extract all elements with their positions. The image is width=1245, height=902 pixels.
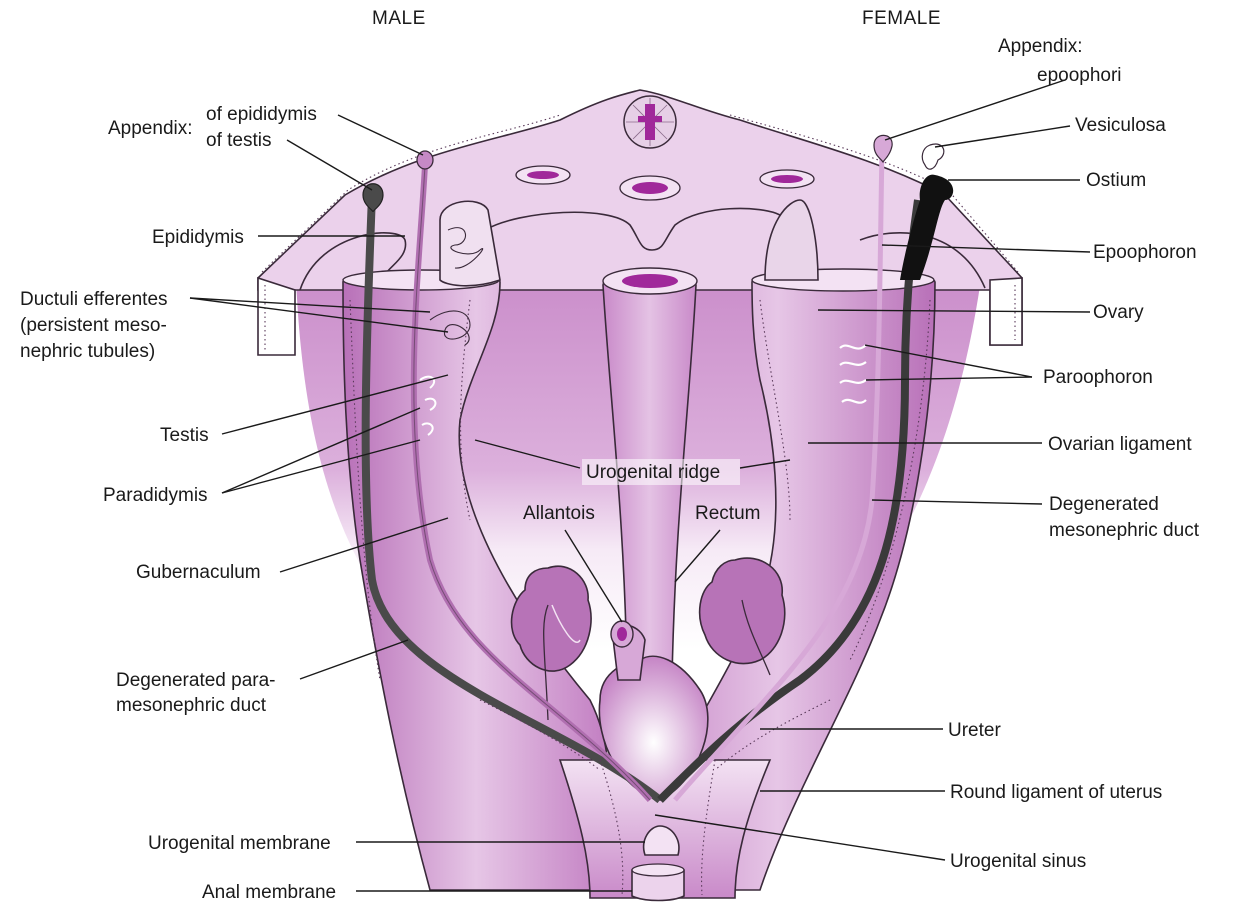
vesiculosa-shape xyxy=(922,144,944,169)
label-epididymis: Epididymis xyxy=(152,227,244,248)
neural-tube xyxy=(624,96,676,148)
label-testis: Testis xyxy=(160,425,209,446)
label-ductuli-1: Ductuli efferentes xyxy=(20,289,168,310)
label-ovary: Ovary xyxy=(1093,302,1144,323)
label-paroophoron: Paroophoron xyxy=(1043,367,1153,388)
label-urogenital-sinus: Urogenital sinus xyxy=(950,851,1086,872)
label-appendix-male: Appendix: xyxy=(108,118,193,139)
label-of-testis: of testis xyxy=(206,130,271,151)
label-rectum: Rectum xyxy=(695,503,760,524)
label-gubernaculum: Gubernaculum xyxy=(136,562,261,583)
label-vesiculosa: Vesiculosa xyxy=(1075,115,1166,136)
label-appendix-female: Appendix: xyxy=(998,36,1083,57)
label-ductuli-2: (persistent meso- xyxy=(20,315,167,336)
body-wall-left xyxy=(258,278,295,355)
label-epoophoron: Epoophoron xyxy=(1093,242,1197,263)
label-degen-meso-1: Degenerated xyxy=(1049,494,1159,515)
label-degen-para-1: Degenerated para- xyxy=(116,670,276,691)
label-ureter: Ureter xyxy=(948,720,1001,741)
header-female: FEMALE xyxy=(862,8,941,29)
header-male: MALE xyxy=(372,8,426,29)
label-epoophori: epoophori xyxy=(1037,65,1122,86)
label-allantois: Allantois xyxy=(523,503,595,524)
label-anal-membrane: Anal membrane xyxy=(202,882,336,902)
label-urogenital-ridge: Urogenital ridge xyxy=(586,462,720,483)
appendix-epoophori-shape xyxy=(874,135,892,162)
label-round-ligament: Round ligament of uterus xyxy=(950,782,1162,803)
label-ovarian-ligament: Ovarian ligament xyxy=(1048,434,1192,455)
label-urogenital-membrane: Urogenital membrane xyxy=(148,833,331,854)
label-degen-meso-2: mesonephric duct xyxy=(1049,520,1200,541)
label-ductuli-3: nephric tubules) xyxy=(20,341,155,362)
label-paradidymis: Paradidymis xyxy=(103,485,208,506)
label-ostium: Ostium xyxy=(1086,170,1146,191)
label-of-epididymis: of epididymis xyxy=(206,104,317,125)
label-degen-para-2: mesonephric duct xyxy=(116,695,267,716)
